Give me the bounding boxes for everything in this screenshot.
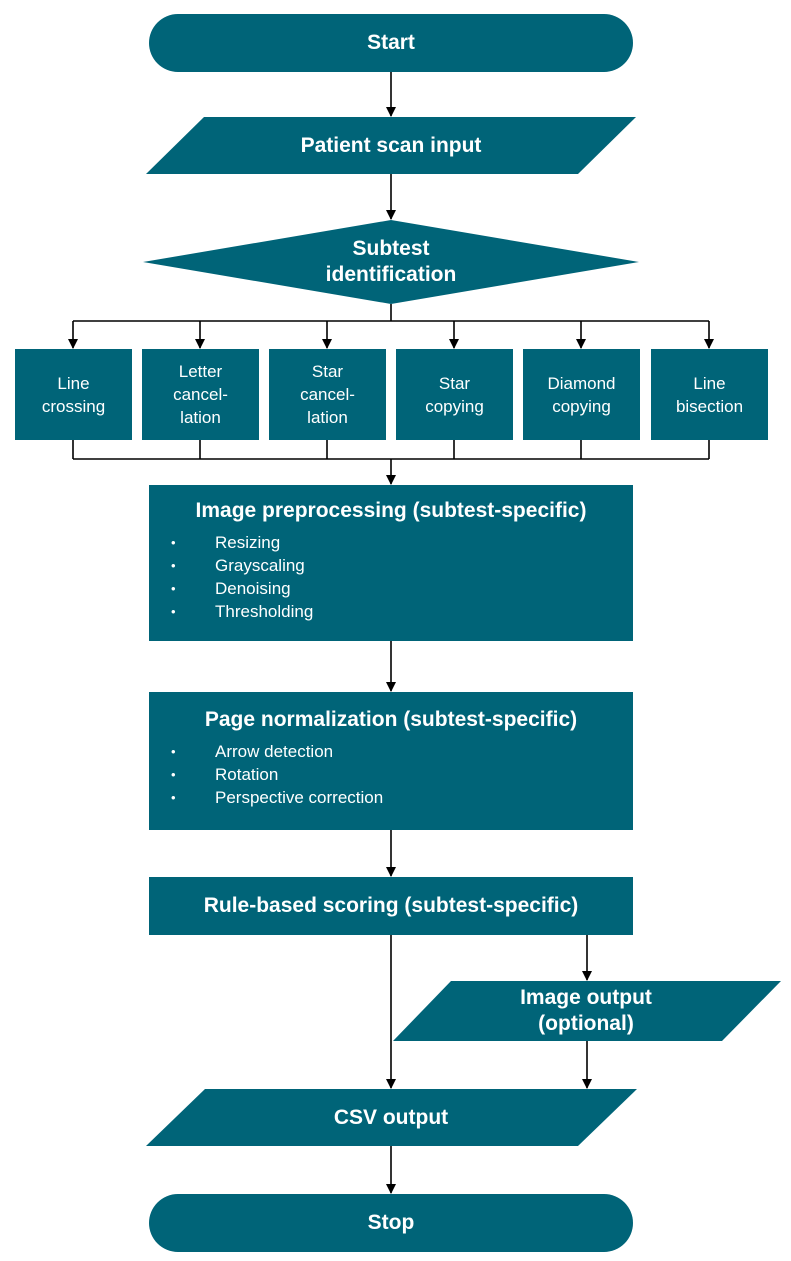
subtest-star-copying: Star copying — [396, 349, 513, 440]
subtest-line: cancel- — [300, 385, 355, 404]
image-output-parallelogram-shape — [393, 981, 781, 1041]
scoring-box-shape — [149, 877, 633, 935]
subtest-box-shape — [269, 349, 386, 440]
subtest-line: Diamond — [547, 373, 616, 393]
subtest-line: bisection — [675, 396, 744, 416]
rule-based-scoring-label: Rule-based scoring (subtest-specific) — [203, 894, 579, 917]
image-output-line-1: Image output — [520, 986, 652, 1009]
preprocessing-step: Grayscaling — [149, 554, 633, 577]
subtest-box-shape — [523, 349, 640, 440]
decision-line-1: Subtest — [352, 237, 430, 260]
subtest-line: lation — [180, 408, 221, 427]
subtest-star-cancellation: Star cancel- lation — [269, 349, 386, 440]
subtest-line: cancel- — [173, 385, 228, 404]
preprocessing-step: Denoising — [149, 577, 633, 600]
subtest-line-crossing: Line crossing — [15, 349, 132, 440]
input-parallelogram-shape — [146, 117, 636, 174]
subtest-box-shape — [15, 349, 132, 440]
subtest-line: Line — [693, 373, 726, 393]
subtest-line: Star — [311, 362, 344, 381]
preprocessing-step: Thresholding — [149, 600, 633, 623]
decision-line-2: identification — [325, 263, 457, 286]
page-normalization-title: Page normalization (subtest-specific) — [204, 708, 578, 731]
stop-label: Stop — [367, 1211, 415, 1234]
subtest-line: copying — [552, 396, 611, 416]
image-output-line-2: (optional) — [538, 1012, 634, 1035]
normalization-step: Perspective correction — [149, 786, 633, 809]
image-output-label: Image output (optional) — [430, 983, 742, 1039]
subtest-line: Star — [438, 373, 471, 393]
subtest-line: crossing — [41, 396, 106, 416]
subtest-identification-label: Subtest identification — [241, 231, 541, 293]
subtest-diamond-copying: Diamond copying — [523, 349, 640, 440]
normalization-step: Arrow detection — [149, 740, 633, 763]
image-preprocessing-box: Image preprocessing (subtest-specific) R… — [149, 485, 633, 641]
subtest-line: copying — [425, 396, 484, 416]
page-normalization-box: Page normalization (subtest-specific) Ar… — [149, 692, 633, 830]
preprocessing-steps-list: Resizing Grayscaling Denoising Threshold… — [149, 531, 633, 623]
image-preprocessing-title: Image preprocessing (subtest-specific) — [195, 499, 587, 522]
start-label: Start — [367, 31, 415, 54]
decision-diamond-shape — [143, 220, 639, 304]
subtest-box-shape — [651, 349, 768, 440]
normalization-steps-list: Arrow detection Rotation Perspective cor… — [149, 740, 633, 809]
normalization-step: Rotation — [149, 763, 633, 786]
subtest-letter-cancellation: Letter cancel- lation — [142, 349, 259, 440]
subtest-line: Line — [57, 373, 90, 393]
start-terminal-shape — [149, 14, 633, 72]
subtest-box-shape — [142, 349, 259, 440]
subtest-line-bisection: Line bisection — [651, 349, 768, 440]
subtest-box-shape — [396, 349, 513, 440]
patient-scan-input-label: Patient scan input — [300, 133, 482, 157]
csv-output-label: CSV output — [333, 1105, 449, 1129]
stop-terminal-shape — [149, 1194, 633, 1252]
subtest-line: Letter — [178, 362, 223, 381]
preprocessing-step: Resizing — [149, 531, 633, 554]
subtest-line: lation — [307, 408, 348, 427]
csv-output-parallelogram-shape — [146, 1089, 637, 1146]
